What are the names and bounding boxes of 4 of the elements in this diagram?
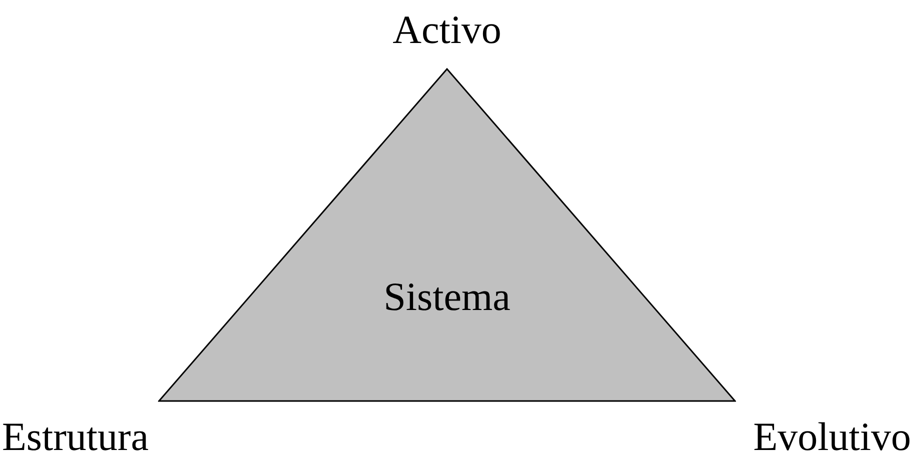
node-label: Sistema [384,275,510,319]
vertex-label: Estrutura [2,415,149,459]
vertex-label: Activo [392,8,502,52]
vertex-label: Evolutivo [753,415,911,459]
